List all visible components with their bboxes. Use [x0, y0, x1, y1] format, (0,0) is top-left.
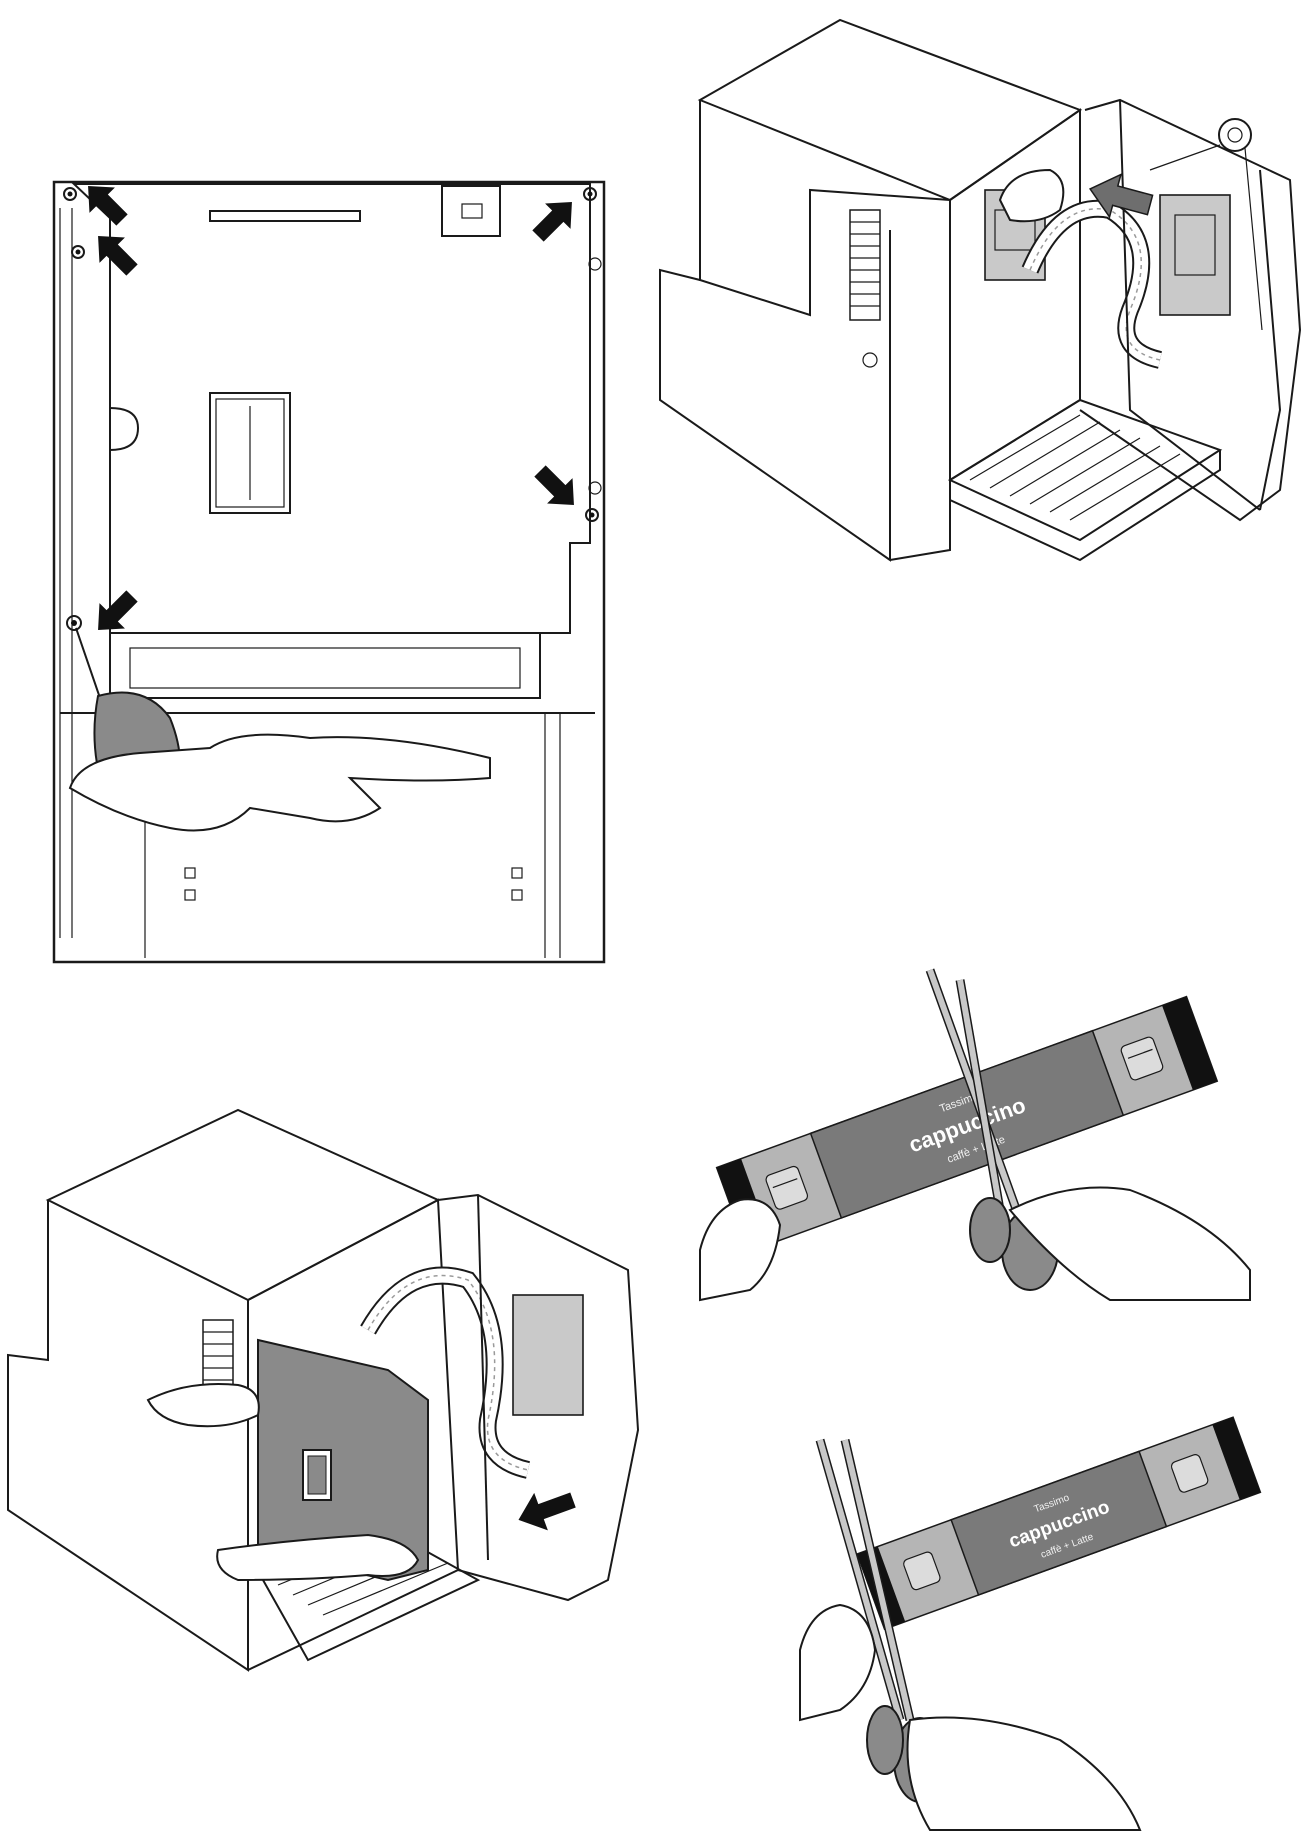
machine-back-frame — [52, 180, 606, 964]
door-mechanism — [1159, 194, 1231, 316]
center-window — [209, 392, 291, 514]
machine-top — [697, 18, 1083, 202]
door-mechanism — [512, 1294, 584, 1416]
figure-machine-door-open — [659, 18, 1302, 562]
cup-icon — [1170, 1454, 1209, 1493]
screw — [585, 508, 599, 522]
hand — [998, 168, 1065, 223]
hand — [799, 1603, 877, 1722]
packet-label-band — [809, 1029, 1125, 1219]
cover-plate — [71, 183, 591, 634]
screw — [71, 245, 85, 259]
screw — [63, 187, 77, 201]
hand — [1008, 1186, 1251, 1301]
hand — [699, 1198, 782, 1302]
figure-cut-packet-1: Tassimo cappuccino caffè + Latte — [699, 968, 1251, 1302]
screw — [583, 187, 597, 201]
arrow-icon — [98, 590, 138, 630]
arrow-icon — [534, 465, 574, 505]
figure-cut-packet-2: Tassimo cappuccino caffè + Latte — [799, 1416, 1262, 1831]
arrow-icon — [532, 202, 572, 242]
arrow-icon — [518, 1492, 576, 1531]
hand — [146, 1383, 260, 1428]
hand — [68, 733, 491, 832]
cup-icon — [765, 1165, 809, 1210]
cup-icon — [903, 1551, 941, 1591]
machine-top — [45, 1108, 441, 1302]
scissors — [925, 968, 1059, 1291]
top-slot — [209, 210, 361, 222]
screw-callout — [1149, 118, 1263, 331]
hand — [906, 1716, 1142, 1831]
packet-label-band — [950, 1450, 1168, 1596]
figure-remove-inner-panel — [7, 1108, 640, 1672]
arrow-icon — [1088, 173, 1154, 219]
hand — [216, 1533, 420, 1582]
cup-icon — [1120, 1036, 1164, 1081]
hose — [1023, 201, 1162, 367]
screw — [66, 615, 82, 631]
vent-grille — [849, 209, 881, 321]
label-plate — [441, 185, 501, 237]
arrow-icon — [98, 236, 138, 276]
arrow-icon — [88, 186, 128, 226]
hose — [361, 1268, 530, 1477]
figure-remove-back-panel — [52, 180, 606, 964]
